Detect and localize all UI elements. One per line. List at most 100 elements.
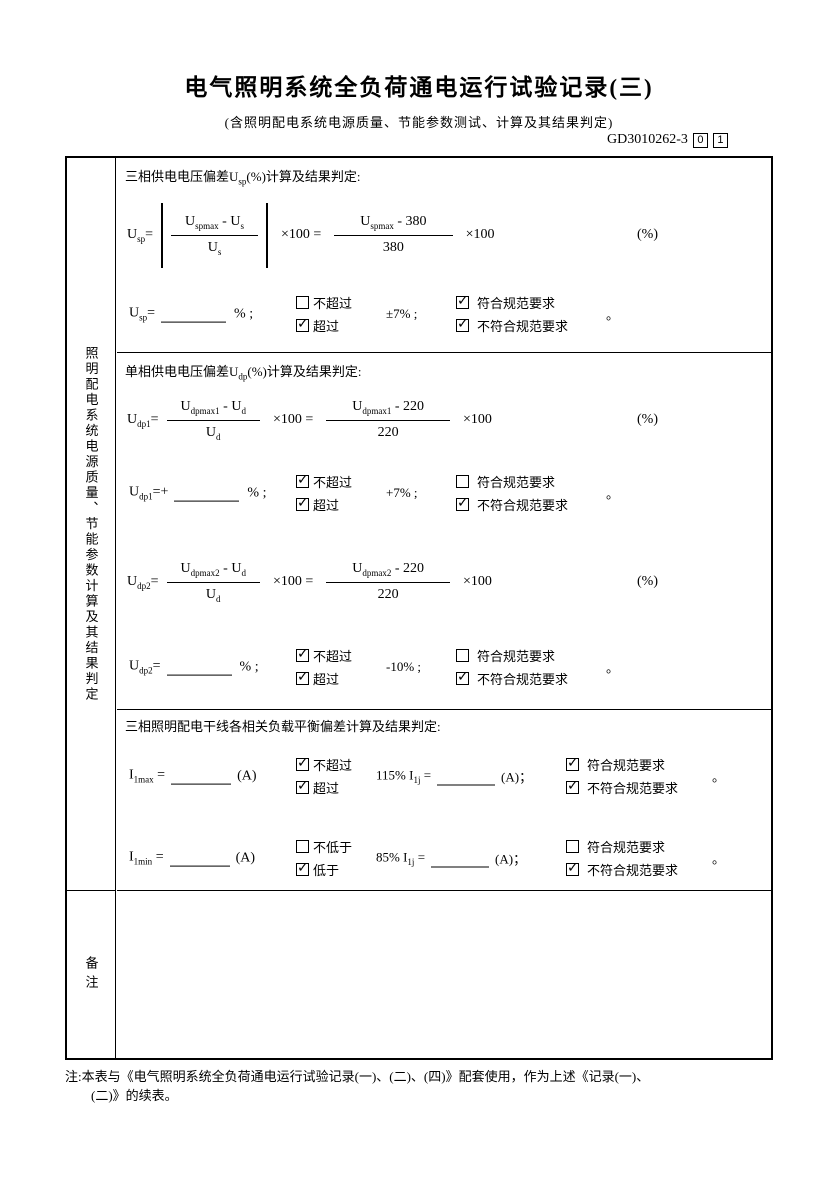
s2b1-exceed-group: 不超过 超过 [296,465,352,521]
s2b2-exceed-row: 超过 [296,669,352,688]
remarks-content-area[interactable] [117,891,771,1058]
s4-imax-not-exceed-label: 不超过 [313,758,353,773]
s2b2-result-lhs: Udp2= % ; [129,659,259,676]
s2b1-nonconform-checkbox[interactable] [456,495,469,511]
s4-imax-period: 。 [712,769,726,785]
section-load-balance: 三相照明配电干线各相关负载平衡偏差计算及结果判定: I1max = (A) 不超… [117,710,771,891]
s4-imax-not-exceed-checkbox[interactable] [296,755,309,771]
s4-imax-nonconform-checkbox[interactable] [566,778,579,794]
s2b2-value-blank[interactable] [166,659,232,676]
s4-imin-judgement-group: 符合规范要求 不符合规范要求 [566,828,678,888]
s1-result-lhs: Usp= % ; [129,306,253,323]
s4-imax-exceed-checkbox[interactable] [296,778,309,794]
s1-not-exceed-checkbox[interactable] [296,296,309,309]
s1-not-exceed-row: 不超过 [296,293,352,312]
s2b1-op1: ×100 = [272,412,314,428]
footer-note-line1: 注:本表与《电气照明系统全负荷通电运行试验记录(一)、(二)、(四)》配套使用，… [65,1069,650,1084]
s2b1-not-exceed-row: 不超过 [296,472,352,491]
s4-imin-mid-label: 85% I1j = [376,849,426,868]
s2b1-value-blank[interactable] [174,485,240,502]
s4-imax-unit: (A) [237,768,257,784]
s2b2-f2-denominator: 220 [377,587,399,603]
s2b2-conform-checkbox[interactable] [456,649,469,662]
s1-exceed-label: 超过 [313,319,340,334]
s1-f1-denominator: Us [207,239,222,257]
s1-nonconform-checkbox[interactable] [456,316,469,332]
s1-exceed-checkbox[interactable] [296,316,309,332]
s1-pct-label: % ; [234,306,254,322]
s1-unit: (%) [637,227,658,243]
s4-heading: 三相照明配电干线各相关负载平衡偏差计算及结果判定: [125,719,441,734]
s2b2-op1: ×100 = [272,574,314,590]
s2b1-fraction-1: Udpmax1 - Ud Ud [166,397,260,444]
s2b2-pct-label: % ; [239,659,259,675]
s1-value-blank[interactable] [161,306,227,323]
s4-imax-judgement-group: 符合规范要求 不符合规范要求 [566,746,678,806]
s2b1-not-exceed-label: 不超过 [313,475,353,490]
s2b2-fraction-1: Udpmax2 - Ud Ud [166,559,260,606]
s1-exceed-group: 不超过 超过 [296,286,352,342]
s1-not-exceed-label: 不超过 [313,296,353,311]
s2b1-pct-label: % ; [247,485,267,501]
s4-imin-conform-row: 符合规范要求 [566,837,678,856]
s2b1-conform-checkbox[interactable] [456,475,469,488]
s4-imin-conform-label: 符合规范要求 [587,840,666,855]
doc-number: GD3010262-3 [607,132,688,147]
s4-imin-nonconform-row: 不符合规范要求 [566,860,678,879]
page-title: 电气照明系统全负荷通电运行试验记录(三) [184,75,654,100]
s2b1-result-row: Udp1=+ % ; 不超过 超过 +7% ; [117,465,771,521]
s2b1-judgement-group: 符合规范要求 不符合规范要求 [456,465,568,521]
s1-f1-numerator: Uspmax - Us [171,212,258,236]
s1-f2-numerator: Uspmax - 380 [334,212,453,237]
s2b2-not-exceed-row: 不超过 [296,646,352,665]
s4-imax-not-exceed-row: 不超过 [296,755,352,774]
section-single-phase-voltage: 单相供电电压偏差Udp(%)计算及结果判定: Udp1= Udpmax1 - U… [117,353,771,710]
s2b2-result-label: Udp2= [129,658,161,676]
s4-imax-mid: 115% I1j = (A)； [376,767,532,786]
s2b2-nonconform-row: 不符合规范要求 [456,669,568,688]
s2b1-exceed-label: 超过 [313,498,340,513]
s2b2-fraction-2: Udpmax2 - 220 220 [326,559,451,605]
s4-imax-value-blank[interactable] [171,768,232,785]
s4-imax-conform-label: 符合规范要求 [587,758,666,773]
s2b2-result-row: Udp2= % ; 不超过 超过 -10% ; [117,639,771,695]
footer-note-line2: (二)》的续表。 [91,1088,178,1103]
s1-exceed-row: 超过 [296,316,352,335]
s4-imin-nonconform-checkbox[interactable] [566,860,579,876]
s4-imin-unit: (A) [235,850,256,866]
s1-formula-row: Usp= Uspmax - Us Us ×100 = Uspmax - 380 … [117,203,771,268]
s4-imin-limit-blank[interactable] [431,852,490,868]
s2b1-nonconform-label: 不符合规范要求 [477,498,569,513]
s2b2-f1-numerator: Udpmax2 - Ud [166,559,260,583]
s2b1-nonconform-row: 不符合规范要求 [456,495,568,514]
s4-imin-low-label: 低于 [313,863,340,878]
s2b1-f1-denominator: Ud [205,424,221,442]
s4-imax-exceed-row: 超过 [296,778,352,797]
s1-conform-checkbox[interactable] [456,293,469,309]
doc-number-row: GD3010262-3 0 1 [607,132,728,148]
s4-imin-conform-checkbox[interactable] [566,840,579,853]
s4-imin-low-checkbox[interactable] [296,860,309,876]
s2b2-f1-denominator: Ud [205,586,221,604]
s1-op1: ×100 = [280,227,322,243]
s4-imin-mid: 85% I1j = (A)； [376,849,526,868]
s2b2-exceed-checkbox[interactable] [296,669,309,685]
s2b2-nonconform-checkbox[interactable] [456,669,469,685]
s4-imin-not-low-checkbox[interactable] [296,840,309,853]
s4-imin-period: 。 [712,851,726,867]
s4-imin-nonconform-label: 不符合规范要求 [587,863,679,878]
s2b2-exceed-group: 不超过 超过 [296,639,352,695]
s2b1-period: 。 [606,486,620,502]
s4-imin-value-blank[interactable] [169,850,230,867]
s4-imin-low-row: 低于 [296,860,352,879]
s2b2-formula-row: Udp2= Udpmax2 - Ud Ud ×100 = Udpmax2 - 2… [117,559,771,606]
s1-judgement-group: 符合规范要求 不符合规范要求 [456,286,568,342]
s2b2-not-exceed-checkbox[interactable] [296,646,309,662]
s4-imin-row: I1min = (A) 不低于 低于 85% I1j = [117,828,771,888]
s4-imax-limit-blank[interactable] [437,770,496,786]
s2b1-exceed-checkbox[interactable] [296,495,309,511]
s2b2-f2-numerator: Udpmax2 - 220 [326,559,451,584]
s2b1-not-exceed-checkbox[interactable] [296,472,309,488]
s4-imax-conform-checkbox[interactable] [566,755,579,771]
s2b2-not-exceed-label: 不超过 [313,649,353,664]
